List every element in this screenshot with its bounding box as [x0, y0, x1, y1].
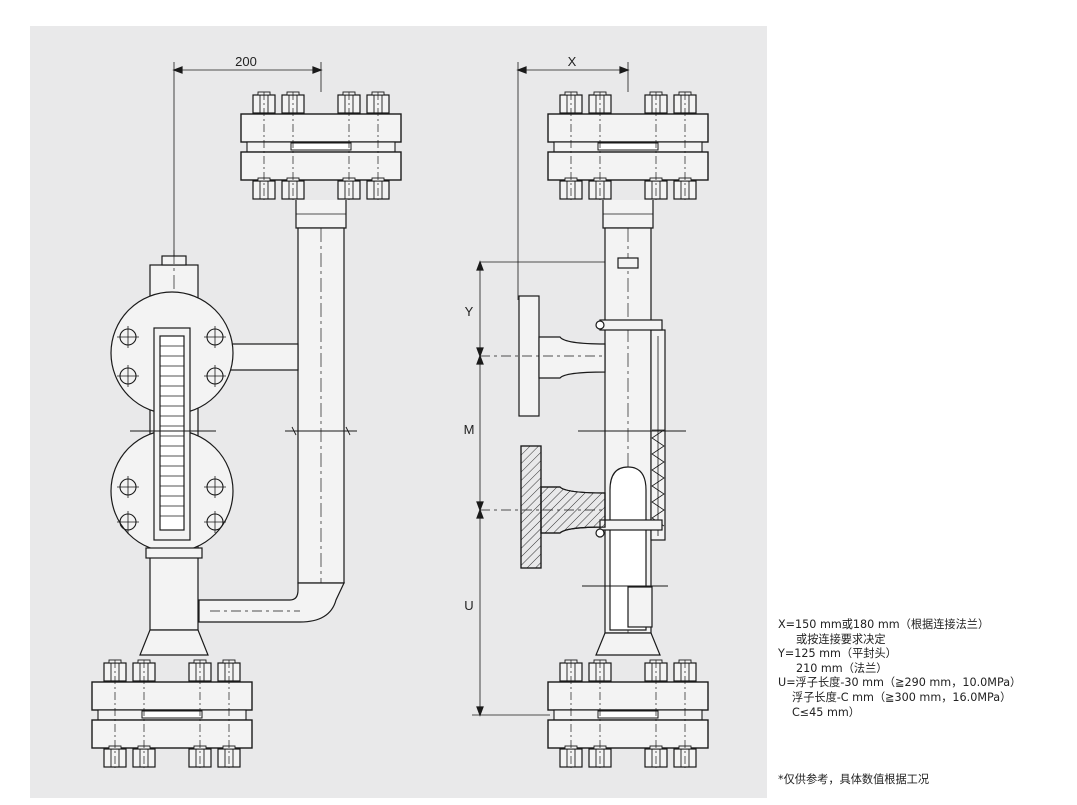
note-line-u-alt: 浮子长度-C mm（≧300 mm，16.0MPa）: [792, 690, 1012, 704]
dimension-200: 200: [235, 54, 257, 69]
dimension-y: Y: [465, 304, 474, 319]
note-line-x-alt: 或按连接要求决定: [796, 632, 886, 646]
note-line-y-alt: 210 mm（法兰）: [796, 661, 888, 675]
dimension-notes: X=150 mm或180 mm（根据连接法兰） 或按连接要求决定 Y=125 m…: [778, 618, 1073, 720]
dimension-m: M: [464, 422, 475, 437]
note-line-c: C≤45 mm）: [792, 705, 860, 719]
note-line-u: U=浮子长度-30 mm（≧290 mm，10.0MPa）: [778, 676, 1022, 690]
note-line-x: X=150 mm或180 mm（根据连接法兰）: [778, 618, 990, 631]
dimension-u: U: [464, 598, 473, 613]
dimension-x: X: [568, 54, 577, 69]
footnote: *仅供参考，具体数值根据工况: [778, 773, 930, 786]
note-line-y: Y=125 mm（平封头）: [778, 647, 897, 661]
